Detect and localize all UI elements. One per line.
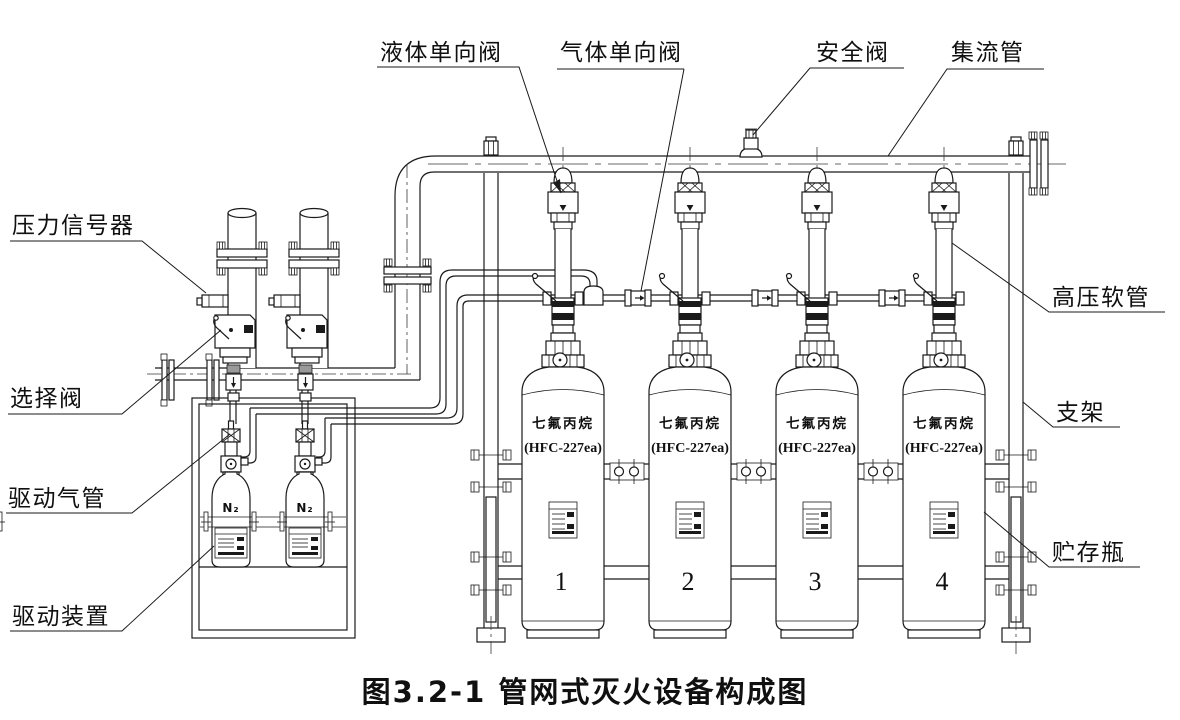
label-drive-gas-pipe: 驱动气管 — [8, 486, 106, 511]
gas-check-valve-1 — [624, 289, 652, 307]
callout-leaders — [6, 66, 1165, 632]
label-liquid-check-valve: 液体单向阀 — [380, 40, 503, 65]
riser-flange — [383, 258, 432, 293]
storage-cylinder-4 — [901, 145, 987, 640]
selector-valve-assembly-2 — [269, 209, 339, 425]
n2-drive-bottle-1 — [211, 420, 251, 568]
gas-check-valve-3 — [878, 289, 906, 307]
label-high-pressure-hose: 高压软管 — [1052, 285, 1150, 310]
cylinder-4-agent: 七氟丙烷 — [913, 415, 975, 432]
rail-bolt-plate-2 — [736, 458, 772, 485]
cylinder-2-model: (HFC-227ea) — [651, 441, 729, 456]
cylinder-3-number: 3 — [809, 567, 822, 596]
label-manifold: 集流管 — [951, 40, 1025, 65]
cylinder-1-model: (HFC-227ea) — [524, 441, 602, 456]
label-gas-check-valve: 气体单向阀 — [560, 40, 683, 65]
label-bracket: 支架 — [1056, 400, 1105, 425]
support-post-right — [996, 137, 1036, 654]
selector-header-pipe — [147, 353, 420, 407]
n2-drive-bottle-2 — [285, 420, 325, 568]
n2-bottle-2-label: N₂ — [296, 501, 313, 515]
cylinder-2-number: 2 — [682, 567, 695, 596]
figure-caption: 图3.2-1 管网式灭火设备构成图 — [362, 675, 809, 709]
gas-check-valve-2 — [751, 289, 779, 307]
manifold-end-flange — [1028, 131, 1049, 196]
rail-bolt-plate-3 — [863, 458, 899, 485]
cylinder-2-agent: 七氟丙烷 — [659, 415, 721, 432]
storage-cylinder-2 — [647, 145, 733, 640]
storage-cylinder-1 — [520, 145, 606, 640]
drive-gas-piping — [241, 269, 958, 464]
storage-cylinder-3 — [774, 145, 860, 640]
label-selector-valve: 选择阀 — [10, 386, 84, 411]
safety-valve — [739, 128, 763, 158]
cylinder-1-number: 1 — [555, 567, 568, 596]
cylinder-4-model: (HFC-227ea) — [905, 441, 983, 456]
rail-bolt-plate-1 — [609, 458, 645, 485]
manifold-pipe — [394, 155, 1066, 380]
gas-line-tee — [583, 285, 604, 306]
label-safety-valve: 安全阀 — [816, 40, 890, 65]
support-post-left — [471, 137, 511, 654]
cylinder-labels: 七氟丙烷 (HFC-227ea) 1 七氟丙烷 (HFC-227ea) 2 七氟… — [222, 415, 983, 596]
callout-labels: 液体单向阀 气体单向阀 安全阀 集流管 压力信号器 选择阀 驱动气管 驱动装置 … — [8, 40, 1150, 629]
label-drive-device: 驱动装置 — [12, 604, 110, 629]
label-storage-bottle: 贮存瓶 — [1052, 540, 1126, 565]
bottle-strap — [0, 511, 346, 532]
label-pressure-signal: 压力信号器 — [12, 213, 135, 238]
cylinder-3-model: (HFC-227ea) — [778, 441, 856, 456]
n2-bottle-1-label: N₂ — [222, 501, 239, 515]
cylinder-4-number: 4 — [936, 567, 949, 596]
cylinder-1-agent: 七氟丙烷 — [532, 415, 594, 432]
cylinder-3-agent: 七氟丙烷 — [786, 415, 848, 432]
